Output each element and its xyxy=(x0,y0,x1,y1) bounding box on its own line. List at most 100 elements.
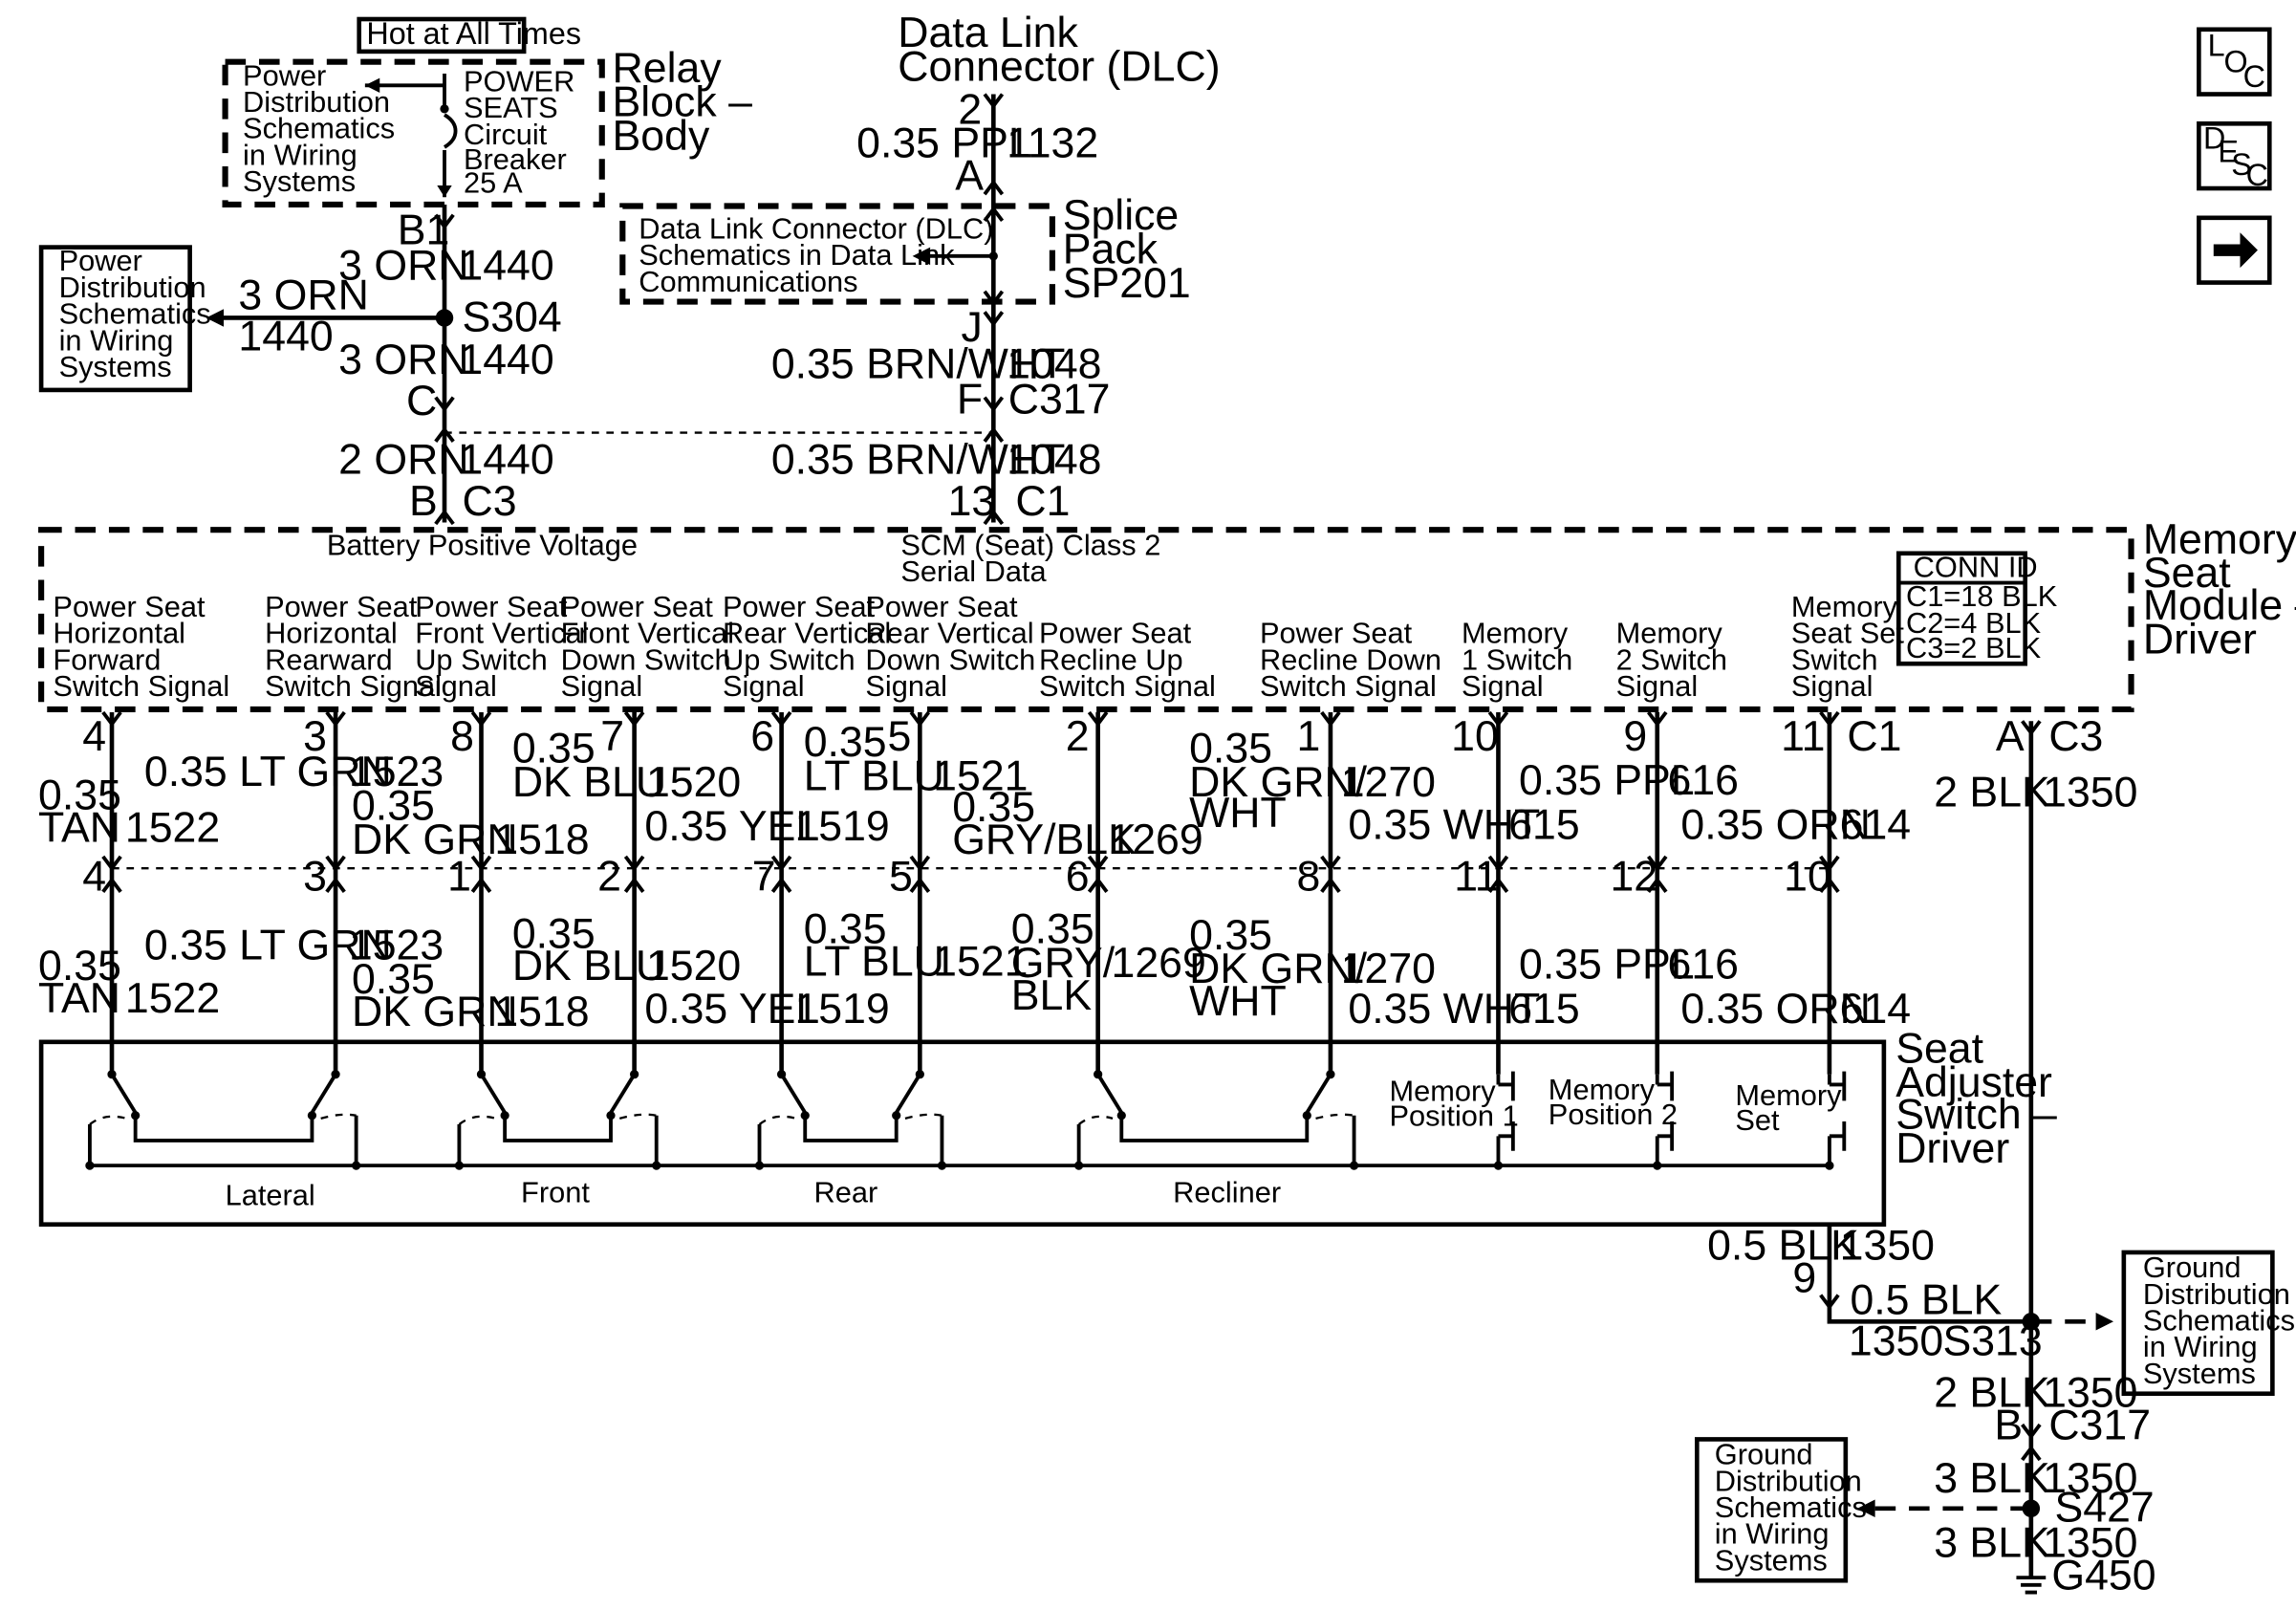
power-dist-reference-1[interactable]: Power Distribution Schematics in Wiring … xyxy=(243,58,395,198)
splice-label: S304 xyxy=(462,294,561,340)
loc-button[interactable]: L O C xyxy=(2197,27,2272,97)
switch-leg xyxy=(87,1115,358,1166)
module-name: Seat xyxy=(2143,550,2231,597)
connector-symbol xyxy=(623,877,645,893)
switch-blade xyxy=(779,1073,807,1114)
pin-label: 7 xyxy=(752,853,776,900)
dlc-schematics-reference[interactable]: Data Link Connector (DLC) Schematics in … xyxy=(639,211,993,297)
pin-label: C xyxy=(406,378,437,424)
signal-label: Switch xyxy=(1791,642,1878,676)
module-label: Battery Positive Voltage xyxy=(327,528,638,561)
wire-color: DK GRN xyxy=(352,989,518,1035)
wire-color: 0.35 xyxy=(804,719,887,766)
signal-label: Forward xyxy=(53,642,161,676)
switch-detent xyxy=(618,1113,657,1120)
switch-leg xyxy=(757,1115,944,1166)
connector-symbol xyxy=(434,213,455,230)
circuit-number: 1522 xyxy=(125,804,220,851)
pin-label: 9 xyxy=(1623,713,1647,760)
connector-symbol xyxy=(434,426,455,443)
arrow-left-icon xyxy=(364,77,380,93)
switch-internals xyxy=(85,1070,1847,1170)
connector-symbol xyxy=(1487,710,1509,728)
switch-blade xyxy=(1305,1073,1332,1114)
wire-color: 3 ORN xyxy=(238,272,368,318)
wire-color: DK BLU xyxy=(512,759,666,806)
switch-leg xyxy=(457,1115,659,1166)
loc-letter-l: L xyxy=(2208,28,2225,62)
wire-color: 2 ORN xyxy=(338,437,468,484)
circuit-number: 1440 xyxy=(238,313,333,359)
splice-s304 xyxy=(435,309,454,327)
conn-id-entry: C1=18 BLK xyxy=(1906,579,2058,613)
connector-symbol xyxy=(2021,1423,2042,1440)
pin-label: 13 xyxy=(948,478,996,525)
wire-color: 0.35 PPL xyxy=(856,120,1032,167)
signal-label: Power Seat xyxy=(561,590,714,623)
switch-group-label: Recliner xyxy=(1173,1176,1281,1209)
lower-harness-labels: 4 3 1 2 7 5 6 8 11 12 10 0.35 TAN 1522 0… xyxy=(38,853,1911,1035)
breaker-terminal xyxy=(440,104,449,114)
pin-label: 7 xyxy=(600,713,624,760)
signal-label: Signal xyxy=(1462,669,1544,703)
signal-label: Signal xyxy=(561,669,643,703)
switch-contact xyxy=(892,1111,901,1120)
switch-contact xyxy=(606,1111,616,1120)
connector-symbol xyxy=(983,396,1005,413)
circuit-number: 614 xyxy=(1840,801,1911,848)
signal-label: Seat Set xyxy=(1791,617,1905,650)
splice-pack-label: Pack xyxy=(1063,227,1159,273)
rail-node xyxy=(1653,1161,1662,1170)
pin-label: 2 xyxy=(958,86,982,133)
seat-adjuster-switch-outline xyxy=(38,1039,1887,1228)
wire-color: BLK xyxy=(1011,972,1093,1019)
ground-dist-reference-2[interactable] xyxy=(1695,1437,1849,1583)
signal-label: Switch Signal xyxy=(1260,669,1437,703)
ground-dist-reference-1[interactable] xyxy=(2121,1250,2275,1397)
pin-label: J xyxy=(961,304,982,351)
connector-symbol xyxy=(623,855,645,872)
circuit-number: 615 xyxy=(1508,986,1579,1033)
power-dist-reference-2[interactable] xyxy=(38,245,192,393)
memory-switch-contact xyxy=(1657,1071,1675,1151)
wire-color: TAN xyxy=(38,975,120,1022)
circuit-number: 616 xyxy=(1668,757,1739,804)
pin-label: 12 xyxy=(1610,853,1657,900)
pd-line: Power xyxy=(243,58,326,92)
dlc-title: Data Link xyxy=(898,10,1078,56)
gd-line: Schematics xyxy=(1715,1490,1867,1524)
wire-color: 3 BLK xyxy=(1934,1520,2050,1567)
wire-color: 0.35 xyxy=(1011,906,1094,953)
pin-label: 2 xyxy=(1066,713,1090,760)
circuit-number: 1522 xyxy=(125,975,220,1022)
circuit-number: 1519 xyxy=(794,986,889,1033)
module-name: Module – xyxy=(2143,582,2296,629)
wire-color: 0.35 WHT xyxy=(1348,986,1540,1033)
pin-label: 5 xyxy=(889,853,913,900)
wire-color: 0.35 WHT xyxy=(1348,801,1540,848)
signal-label: Power Seat xyxy=(865,590,1018,623)
pin-label: 8 xyxy=(450,713,474,760)
wire-color: LT BLU xyxy=(804,753,944,800)
arrow-left-icon xyxy=(912,247,931,266)
circuit-number: 1350 xyxy=(1849,1318,1943,1365)
desc-letter-c: C xyxy=(2246,158,2268,192)
signal-label: Recline Down xyxy=(1260,642,1441,676)
connector-symbol xyxy=(325,710,346,728)
connector-symbol xyxy=(623,710,645,728)
wire-color: 0.35 LT GRN xyxy=(144,749,392,795)
connector-symbol xyxy=(983,206,1005,223)
pin-label: 1 xyxy=(447,853,471,900)
connector-symbol xyxy=(434,509,455,526)
switch-blade xyxy=(895,1073,921,1114)
circuit-number: 614 xyxy=(1840,986,1911,1033)
next-button[interactable] xyxy=(2197,215,2272,285)
switch-link xyxy=(803,1112,899,1142)
pd-line: in Wiring xyxy=(243,138,357,171)
loc-letter-o: O xyxy=(2224,44,2248,78)
connector-symbol xyxy=(1087,877,1109,893)
ground-icon xyxy=(2016,1576,2047,1595)
desc-button[interactable]: D E S C xyxy=(2197,120,2272,192)
dlc-ref-line: Schematics in Data Link xyxy=(639,238,955,272)
pin-label: B xyxy=(1994,1402,2023,1448)
